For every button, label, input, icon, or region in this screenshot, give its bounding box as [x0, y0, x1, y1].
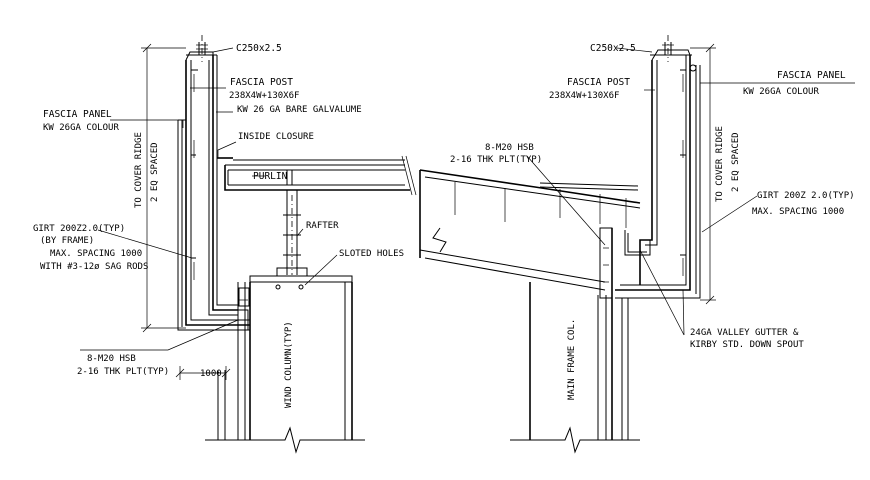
right-fascia-panel-spec: KW 26GA COLOUR	[743, 87, 819, 97]
left-dimension-1000	[175, 366, 231, 380]
right-fascia-post	[615, 35, 701, 299]
right-leaders	[526, 47, 855, 336]
left-dim-1000-label: 1000	[200, 369, 222, 379]
right-rafter	[419, 169, 641, 291]
left-sloted-holes-label: SLOTED HOLES	[339, 249, 404, 259]
left-bolts-label: 8-M20 HSB	[87, 354, 136, 364]
left-max-spacing-label: MAX. SPACING 1000	[50, 249, 142, 259]
left-c-section-label: C250x2.5	[236, 43, 282, 54]
right-plates-label: 2-16 THK PLT(TYP)	[450, 155, 542, 165]
right-fascia-post-label: FASCIA POST	[567, 77, 630, 88]
main-frame-column	[510, 282, 640, 454]
right-detail: C250x2.5 FASCIA POST 238X4W+130X6F FASCI…	[419, 35, 855, 454]
left-girt-label: GIRT 200Z2.0(TYP)	[33, 224, 125, 234]
left-plates-label: 2-16 THK PLT(TYP)	[77, 367, 169, 377]
left-detail: C250x2.5 FASCIA POST 238X4W+130X6F KW 26…	[33, 35, 417, 454]
left-fascia-panel-spec: KW 26GA COLOUR	[43, 123, 119, 133]
right-fascia-post-spec: 238X4W+130X6F	[549, 91, 619, 101]
left-sag-rods-label: WITH #3-12ø SAG RODS	[40, 262, 148, 272]
left-eq-spaced-label: 2 EQ SPACED	[150, 142, 160, 202]
left-fascia-post-spec: 238X4W+130X6F	[229, 91, 299, 101]
left-ridge-label: TO COVER RIDGE	[134, 132, 144, 208]
left-fascia-post-label: FASCIA POST	[230, 77, 293, 88]
left-fascia-post	[177, 35, 250, 331]
left-purlin	[217, 155, 417, 196]
right-end-plate	[599, 227, 613, 299]
right-ridge-dimension	[690, 43, 716, 305]
left-ridge-dimension	[141, 43, 186, 333]
left-leaders	[80, 47, 338, 351]
left-rafter	[272, 190, 312, 277]
left-by-frame-label: (BY FRAME)	[40, 236, 94, 246]
wind-column-label: WIND COLUMN(TYP)	[284, 321, 294, 408]
left-fascia-panel-label: FASCIA PANEL	[43, 109, 112, 120]
right-downspout-label: KIRBY STD. DOWN SPOUT	[690, 340, 804, 350]
right-fascia-panel-label: FASCIA PANEL	[777, 70, 846, 81]
left-sheet-spec: KW 26 GA BARE GALVALUME	[237, 105, 362, 115]
right-gutter-label: 24GA VALLEY GUTTER &	[690, 328, 799, 338]
right-eq-spaced-label: 2 EQ SPACED	[731, 132, 741, 192]
right-ridge-label: TO COVER RIDGE	[715, 126, 725, 202]
right-max-spacing-label: MAX. SPACING 1000	[752, 207, 844, 217]
left-purlin-label: PURLIN	[253, 171, 288, 182]
left-rafter-label: RAFTER	[306, 221, 339, 231]
right-girt-label: GIRT 200Z 2.0(TYP)	[757, 191, 855, 201]
left-inside-closure-label: INSIDE CLOSURE	[238, 132, 314, 142]
right-bolts-label: 8-M20 HSB	[485, 143, 534, 153]
left-wind-column	[205, 275, 365, 454]
right-c-section-label: C250x2.5	[590, 43, 636, 54]
main-frame-column-label: MAIN FRAME COL.	[567, 319, 577, 400]
